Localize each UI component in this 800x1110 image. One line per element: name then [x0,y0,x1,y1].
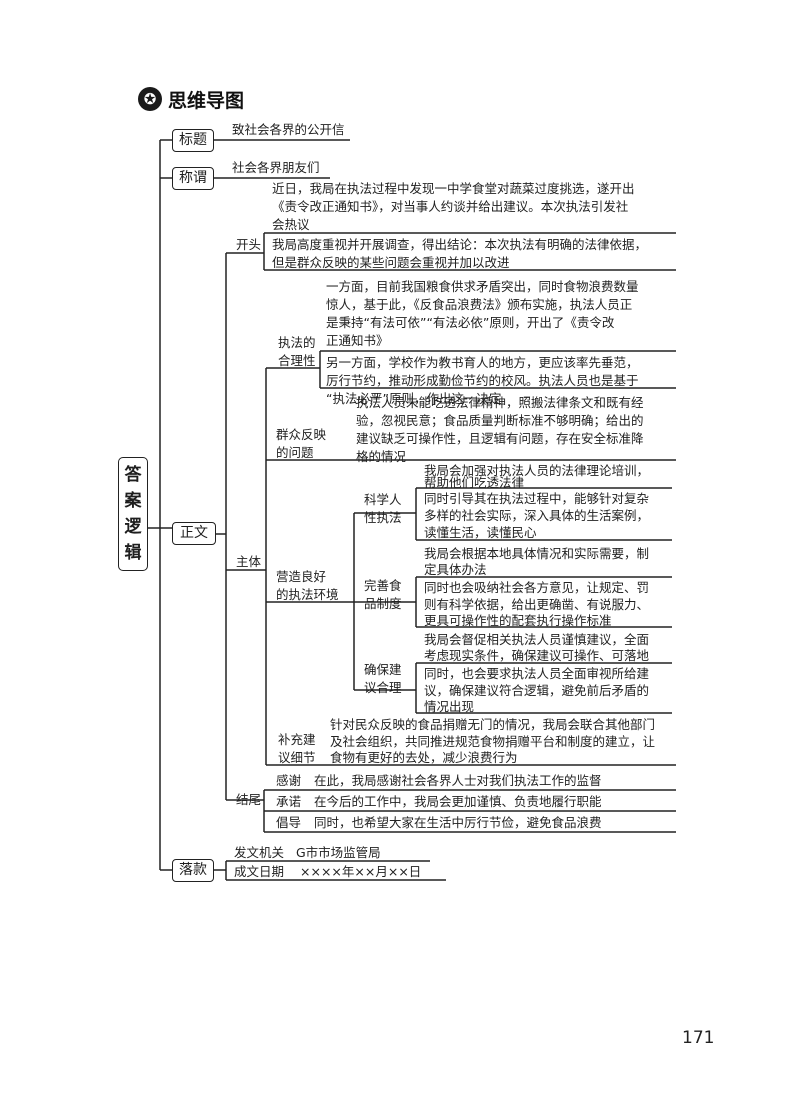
supplement-label: 补充建 [278,732,316,747]
node-salutation-label: 称谓 [179,170,207,186]
node-body-label: 正文 [180,525,208,541]
science-line: 我局会加强对执法人员的法律理论培训， [424,463,650,478]
node-signature: 落款 [172,859,214,882]
legality-line: 另一方面，学校作为教书育人的地方，更应该率先垂范， [326,355,639,370]
system-line: 更具可操作性的配套执行操作标准 [424,613,612,628]
legality-line: 是秉持“有法可依”“有法必依”原则，开出了《责令改 [326,315,615,330]
issues-line: 建议缺乏可操作性，且逻辑有问题，存在安全标准降 [356,431,644,446]
legality-line: 惊人，基于此，《反食品浪费法》颁布实施，执法人员正 [326,297,633,312]
node-title: 标题 [172,129,214,152]
science-label: 性执法 [364,510,402,525]
advice-line: 我局会督促相关执法人员谨慎建议，全面 [424,632,650,647]
supplement-line: 针对民众反映的食品捐赠无门的情况，我局会联合其他部门 [330,717,656,732]
ending-tag: 承诺 [276,794,302,809]
opening-line: 近日，我局在执法过程中发现一中学食堂对蔬菜过度挑选，遂开出 [272,181,635,196]
signature-line2-value: ××××年××月××日 [300,864,422,879]
opening-line: 会热议 [272,217,310,232]
root-node: 答案逻辑 [118,457,148,571]
signature-line1-label: 发文机关 [234,845,285,860]
advice-line: 同时，也会要求执法人员全面审视所给建 [424,666,650,681]
supplement-label: 议细节 [278,750,316,765]
node-title-label: 标题 [179,132,207,148]
node-body: 正文 [172,522,216,545]
system-line: 同时也会吸纳社会各方意见，让规定、罚 [424,580,650,595]
page-number: 171 [682,1028,715,1048]
main-label: 主体 [236,554,262,569]
title-text: 致社会各界的公开信 [232,122,345,137]
ending-label: 结尾 [236,792,262,807]
ending-text: 同时，也希望大家在生活中厉行节俭，避免食品浪费 [314,815,602,830]
issues-line: 验，忽视民意；食品质量判断标准不够明确；给出的 [356,413,644,428]
advice-line: 考虑现实条件，确保建议可操作、可落地 [424,648,650,663]
advice-label: 确保建 [364,662,402,677]
opening-line: 《责令改正通知书》，对当事人约谈并给出建议。本次执法引发社 [272,199,629,214]
opening-label: 开头 [236,237,262,252]
science-line: 帮助他们吃透法律 [424,475,525,490]
system-line: 我局会根据本地具体情况和实际需要，制 [424,546,650,561]
star-badge-icon: ✪ [138,87,162,111]
issues-label: 的问题 [276,445,314,460]
ending-text: 在此，我局感谢社会各界人士对我们执法工作的监督 [314,773,602,788]
advice-label: 议合理 [364,680,402,695]
science-line: 读懂生活，读懂民心 [424,525,537,540]
system-label: 完善食 [364,578,402,593]
issues-line: 格的情况 [356,449,407,464]
system-line: 则有科学依据，给出更确凿、有说服力、 [424,597,650,612]
root-label: 答案逻辑 [124,465,142,563]
legality-line: 厉行节约，推动形成勤俭节约的校风。执法人员也是基于 [326,373,639,388]
legality-line: 一方面，目前我国粮食供求矛盾突出，同时食物浪费数量 [326,279,639,294]
salutation-text: 社会各界朋友们 [232,160,320,175]
legality-label: 执法的 [278,335,316,350]
ending-tag: 倡导 [276,815,302,830]
science-label: 科学人 [364,492,402,507]
supplement-line: 及社会组织，共同推进规范食物捐赠平台和制度的建立，让 [330,734,656,749]
system-label: 品制度 [364,596,402,611]
opening-line: 但是群众反映的某些问题会重视并加以改进 [272,255,510,270]
signature-line2-label: 成文日期 [234,864,285,879]
node-signature-label: 落款 [179,862,207,878]
issues-line: 执法人员未能吃透法律精神，照搬法律条文和既有经 [356,395,644,410]
ending-text: 在今后的工作中，我局会更加谨慎、负责地履行职能 [314,794,602,809]
opening-line: 我局高度重视并开展调查，得出结论：本次执法有明确的法律依据， [272,237,648,252]
science-line: 多样的社会实际，深入具体的生活案例， [424,508,650,523]
legality-label: 合理性 [278,353,316,368]
node-salutation: 称谓 [172,167,214,190]
environment-label: 的执法环境 [276,587,339,602]
header-title: 思维导图 [168,90,245,112]
issues-label: 群众反映 [276,427,327,442]
system-line: 定具体办法 [424,562,487,577]
advice-line: 议，确保建议符合逻辑，避免前后矛盾的 [424,683,650,698]
legality-line: “执法必严”原则，作出这一决定 [326,391,502,406]
supplement-line: 食物有更好的去处，减少浪费行为 [330,750,518,765]
science-line: 同时引导其在执法过程中，能够针对复杂 [424,491,650,506]
legality-line: 正通知书》 [326,333,389,348]
environment-label: 营造良好 [276,569,327,584]
advice-line: 情况出现 [424,699,475,714]
signature-line1-value: G市市场监管局 [296,845,381,860]
ending-tag: 感谢 [276,773,302,788]
